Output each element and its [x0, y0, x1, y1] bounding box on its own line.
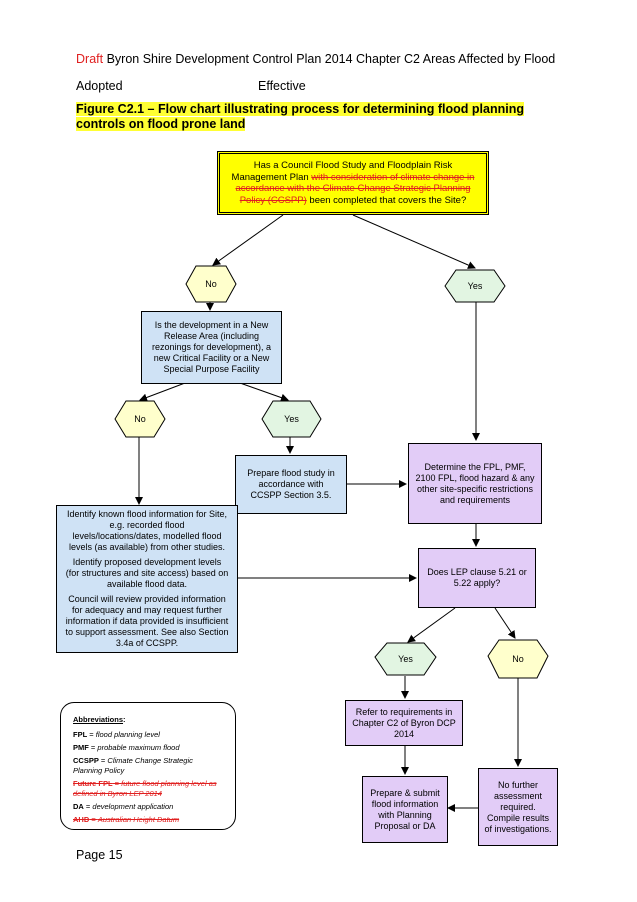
hex-no-3-label: No: [512, 654, 524, 664]
page-number: Page 15: [76, 848, 123, 862]
hex-no-2: [114, 400, 166, 438]
prepare-flood-study-box: Prepare flood study in accordance with C…: [235, 455, 347, 514]
lep-clause-box: Does LEP clause 5.21 or 5.22 apply?: [418, 548, 536, 608]
edge-lep-no: [494, 607, 516, 639]
hex-yes-3-label: Yes: [398, 654, 413, 664]
draft-label: Draft: [76, 52, 104, 66]
start-question-box: Has a Council Flood Study and Floodplain…: [217, 151, 489, 215]
prepare-submit-box: Prepare & submit flood information with …: [362, 776, 448, 843]
refer-requirements-box: Refer to requirements in Chapter C2 of B…: [345, 700, 463, 746]
adopted-label: Adopted: [76, 79, 123, 93]
page-header: Draft Byron Shire Development Control Pl…: [76, 52, 555, 66]
hex-yes-2: [261, 400, 322, 438]
struck-text: with consideration of climate change in …: [235, 171, 475, 206]
hex-no-3: [487, 639, 549, 679]
hex-yes-1-label: Yes: [467, 281, 483, 291]
hex-yes-2-label: Yes: [284, 414, 299, 424]
new-release-box: Is the development in a New Release Area…: [141, 311, 282, 384]
edge-newrelease-no: [139, 382, 186, 402]
no-further-box: No further assessment required. Compile …: [478, 768, 558, 846]
edge-newrelease-yes: [239, 382, 289, 402]
hex-no-1-label: No: [205, 279, 217, 289]
figure-title: Figure C2.1 – Flow chart illustrating pr…: [76, 102, 524, 131]
hex-no-1: [185, 265, 237, 303]
hex-yes-1: [444, 269, 506, 303]
abbreviations-heading: Abbreviations: [73, 715, 124, 724]
edge-start-yes: [352, 214, 476, 269]
document-title: Byron Shire Development Control Plan 201…: [106, 52, 556, 66]
edge-lep-yes: [407, 607, 456, 643]
edge-start-no: [212, 214, 284, 266]
hex-yes-3: [374, 642, 437, 676]
hex-no-2-label: No: [134, 414, 146, 424]
determine-fpl-box: Determine the FPL, PMF, 2100 FPL, flood …: [408, 443, 542, 524]
effective-label: Effective: [258, 79, 306, 93]
identify-flood-info-box: Identify known flood information for Sit…: [56, 505, 238, 653]
abbreviations-box: Abbreviations: FPL = flood planning leve…: [60, 702, 236, 830]
